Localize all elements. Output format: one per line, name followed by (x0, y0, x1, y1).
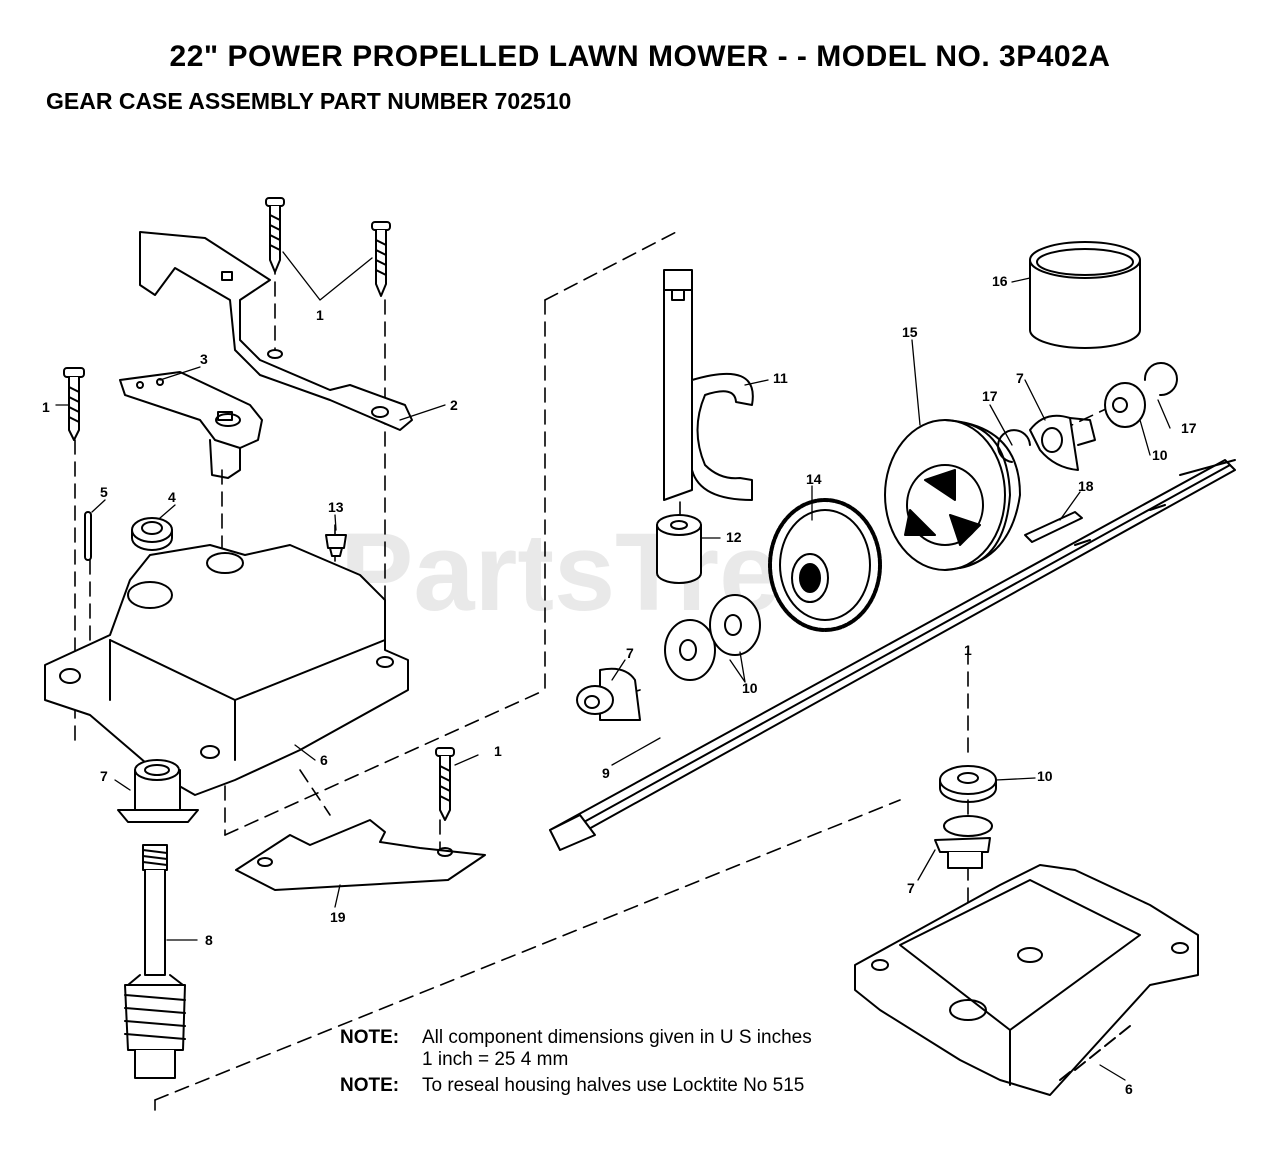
clip-part-17-a (997, 429, 1031, 463)
callout-19: 19 (330, 909, 346, 925)
callout-4: 4 (168, 489, 176, 505)
note-text: All component dimensions given in U S in… (422, 1027, 812, 1048)
callout-2: 2 (450, 397, 458, 413)
callout-12: 12 (726, 529, 742, 545)
callout-16: 16 (992, 273, 1008, 289)
washer-part-10-a (664, 619, 716, 681)
screw-part-1-mid (435, 747, 455, 821)
callout-14: 14 (806, 471, 822, 487)
note-label: NOTE: (340, 1075, 400, 1096)
callout-5: 5 (100, 484, 108, 500)
plate-part-19 (235, 819, 486, 891)
washer-part-10-d (939, 765, 997, 803)
note-text: To reseal housing halves use Locktite No… (422, 1075, 805, 1096)
callout-6-right: 6 (1125, 1081, 1133, 1097)
note-reseal: NOTE: To reseal housing halves use Lockti… (340, 1075, 804, 1097)
callout-17-b: 17 (1181, 420, 1197, 436)
pin-part-5 (84, 511, 92, 561)
callout-11: 11 (773, 370, 788, 386)
callout-13: 13 (328, 499, 344, 515)
callout-7-mid: 7 (626, 645, 634, 661)
bushing-part-7-right (934, 815, 993, 869)
worm-shaft-part-8 (124, 844, 186, 1079)
screw-part-1-top-b (371, 221, 391, 297)
washer-part-4 (131, 517, 173, 551)
key-part-18 (1024, 511, 1083, 543)
watermark: PartsTree (340, 511, 841, 634)
callout-7-left: 7 (100, 768, 108, 784)
note-dimensions: NOTE: All component dimensions given in U… (340, 1027, 812, 1049)
spacer-part-12 (656, 514, 702, 584)
callout-10-right: 10 (1152, 447, 1168, 463)
callout-10-mid: 10 (742, 680, 758, 696)
plug-part-13 (325, 534, 347, 557)
callout-7-top: 7 (1016, 370, 1024, 386)
axle-shaft-part-9 (549, 459, 1236, 851)
callout-10-bottom: 10 (1037, 768, 1053, 784)
diagram-title: 22" POWER PROPELLED LAWN MOWER - - MODEL… (169, 40, 1111, 73)
gear-housing-lower-part-6 (854, 864, 1199, 1096)
bushing-part-7-top (1029, 414, 1096, 471)
screw-part-1-top-a (265, 197, 285, 273)
bushing-part-7-left (117, 759, 199, 823)
arm-part-3 (119, 371, 263, 449)
clip-part-17-b (1143, 362, 1178, 397)
callout-15: 15 (902, 324, 918, 340)
callout-1-mid: 1 (494, 743, 502, 759)
callout-8: 8 (205, 932, 213, 948)
diagram-subtitle: GEAR CASE ASSEMBLY PART NUMBER 702510 (46, 88, 572, 114)
bracket-part-2 (139, 231, 413, 431)
callout-9: 9 (602, 765, 610, 781)
gear-housing-upper-part-6 (44, 544, 409, 796)
sleeve-part-16 (1029, 241, 1141, 349)
clutch-drum-part-15 (884, 419, 1021, 571)
screw-part-1-left (63, 367, 85, 441)
shift-fork-part-11 (663, 269, 754, 501)
leader-lines (55, 251, 1171, 1081)
callout-1-left: 1 (42, 399, 50, 415)
callout-18: 18 (1078, 478, 1094, 494)
callout-6-left: 6 (320, 752, 328, 768)
callout-7-right: 7 (907, 880, 915, 896)
callout-1-top: 1 (316, 307, 324, 323)
callout-1-right: 1 (964, 642, 972, 658)
gear-part-14 (768, 498, 882, 632)
bushing-part-7-mid (576, 667, 641, 721)
note-label: NOTE: (340, 1027, 400, 1048)
callout-17-a: 17 (982, 388, 998, 404)
washer-part-10-b (709, 594, 761, 656)
washer-part-10-c (1104, 382, 1146, 428)
note-dimensions-line2: 1 inch = 25 4 mm (422, 1049, 569, 1070)
callout-3: 3 (200, 351, 208, 367)
